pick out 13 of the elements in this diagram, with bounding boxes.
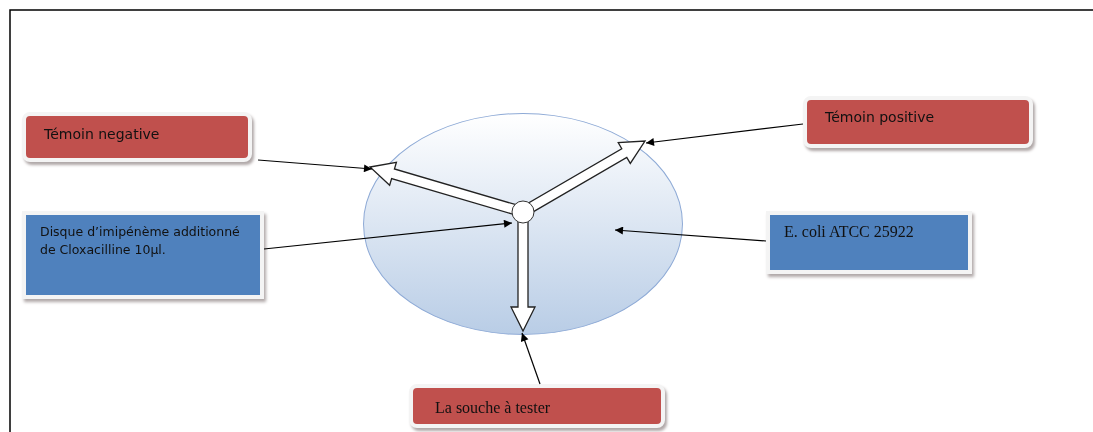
label-box: La souche à tester [409, 384, 665, 428]
leader-line [520, 332, 541, 385]
leader-line [263, 219, 513, 250]
block-arrow [368, 160, 517, 215]
label-box: E. coli ATCC 25922 [766, 211, 972, 274]
antibiotic-disc [511, 200, 534, 223]
leader-line [614, 226, 767, 242]
label-box: Disque d’imipénème additionné de Cloxacilline 10µl. [22, 211, 264, 299]
label-box: Témoin positive [803, 96, 1033, 148]
label-box: Témoin negative [22, 112, 252, 162]
block-arrow [509, 219, 536, 332]
leader-line [645, 123, 804, 146]
leader-line [257, 159, 373, 173]
